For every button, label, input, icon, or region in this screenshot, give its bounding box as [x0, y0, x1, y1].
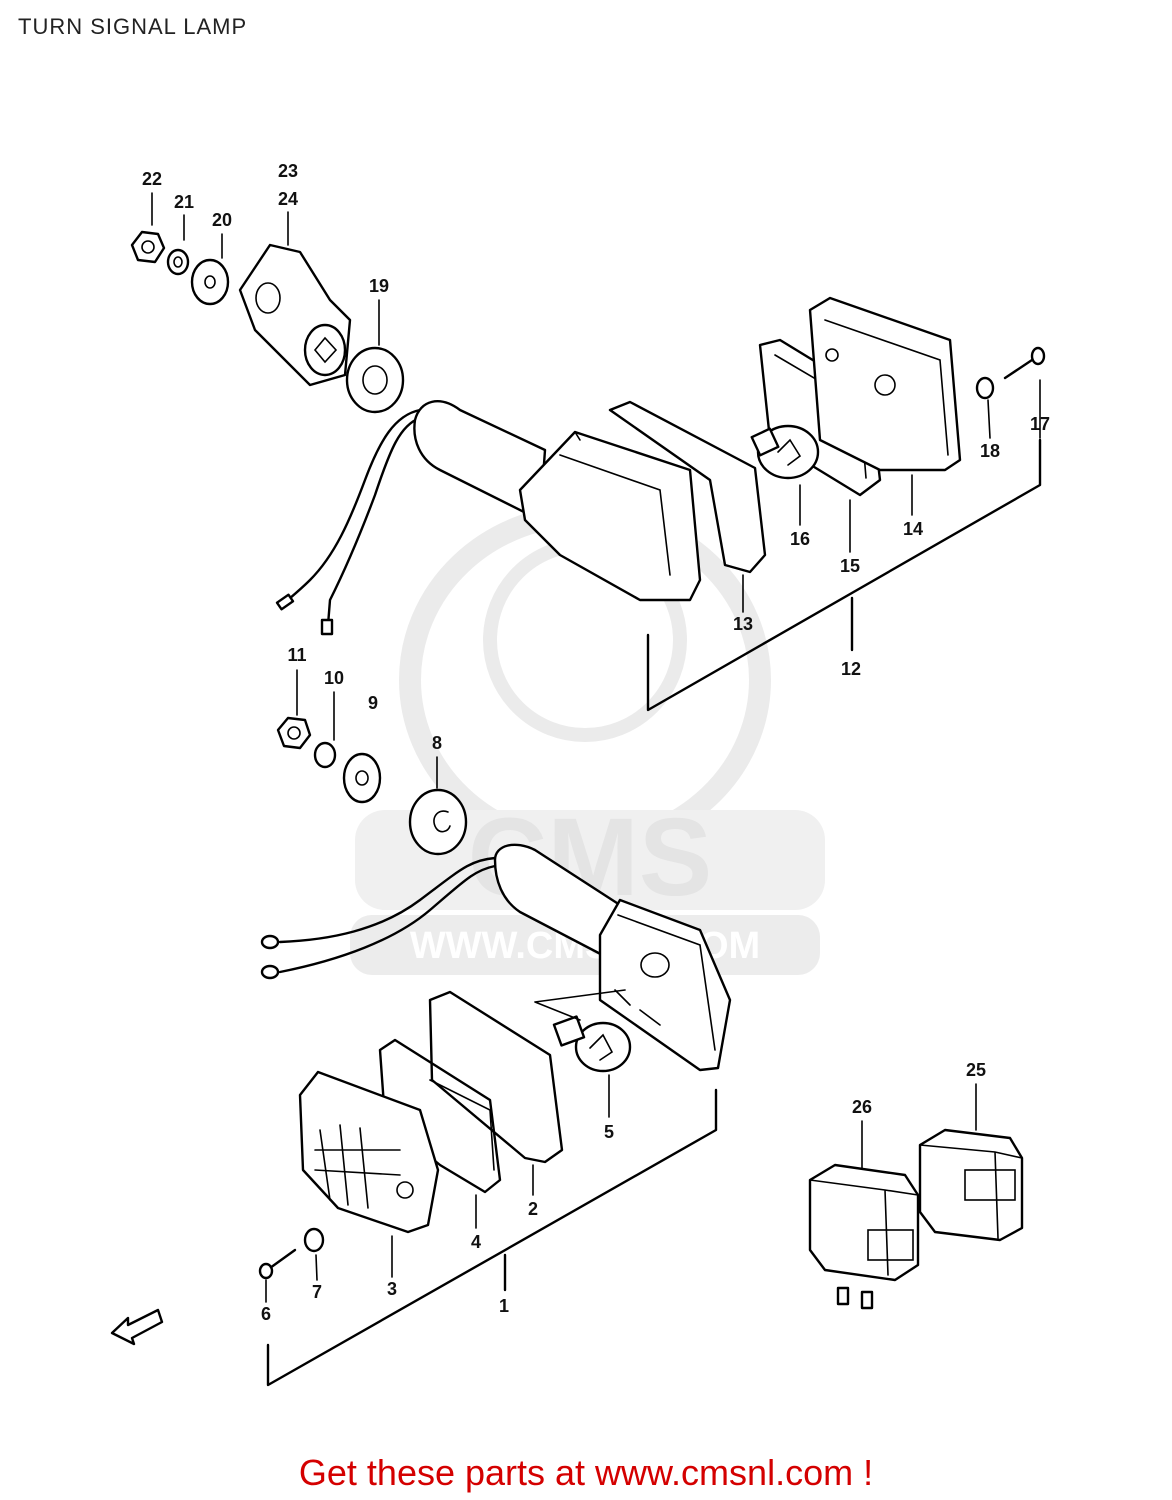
part-16-bulb[interactable]	[750, 424, 820, 480]
footer-link[interactable]: Get these parts at www.cmsnl.com !	[0, 1452, 1172, 1494]
page-title: TURN SIGNAL LAMP	[18, 14, 248, 39]
callout-7: 7	[312, 1282, 322, 1302]
callout-14: 14	[903, 519, 923, 539]
part-2-gasket[interactable]	[428, 990, 564, 1164]
lower-wire-harness	[260, 856, 497, 980]
part-10-lock-washer[interactable]	[313, 741, 337, 769]
callout-2: 2	[528, 1199, 538, 1219]
part-3-lens[interactable]	[298, 1070, 440, 1234]
callout-5: 5	[604, 1122, 614, 1142]
callout-21: 21	[174, 192, 194, 212]
part-21-lock-washer[interactable]	[166, 248, 190, 276]
part-26-relay[interactable]	[808, 1163, 920, 1310]
callout-13: 13	[733, 614, 753, 634]
exploded-parts-diagram: CMS WWW.CMSNL.COM	[110, 161, 1050, 1387]
callout-10: 10	[324, 668, 344, 688]
part-17-screw[interactable]	[1003, 346, 1046, 380]
callout-1: 1	[499, 1296, 509, 1316]
callout-20: 20	[212, 210, 232, 230]
part-14-lens[interactable]	[808, 296, 962, 472]
callout-4: 4	[471, 1232, 481, 1252]
part-19-grommet[interactable]	[345, 346, 405, 414]
callout-22: 22	[142, 169, 162, 189]
part-1-lamp-body-lower[interactable]	[493, 843, 732, 1072]
part-12-lamp-body-upper[interactable]	[413, 400, 702, 602]
callout-6: 6	[261, 1304, 271, 1324]
callout-18: 18	[980, 441, 1000, 461]
callout-24: 24	[278, 189, 298, 209]
callout-3: 3	[387, 1279, 397, 1299]
part-22-nut[interactable]	[130, 230, 166, 264]
front-direction-arrow	[110, 1308, 164, 1346]
part-11-nut[interactable]	[276, 716, 312, 750]
callout-12: 12	[841, 659, 861, 679]
part-25-relay[interactable]	[918, 1128, 1024, 1242]
part-6-screw[interactable]	[258, 1248, 297, 1280]
part-18-grommet[interactable]	[975, 376, 995, 400]
upper-wire-harness	[275, 408, 422, 636]
part-13-gasket[interactable]	[608, 400, 767, 574]
part-9-washer[interactable]	[342, 752, 382, 804]
callout-19: 19	[369, 276, 389, 296]
callout-23: 23	[278, 161, 298, 181]
callout-9: 9	[368, 693, 378, 713]
callout-26: 26	[852, 1097, 872, 1117]
part-12-group-bracket	[646, 438, 1042, 712]
leader-lines	[151, 192, 1041, 1303]
callout-labels: 1 2 3 4 5 6 7 8 9 10 11 12 13 14 15 16 1…	[142, 161, 1050, 1324]
callout-8: 8	[432, 733, 442, 753]
callout-11: 11	[287, 645, 306, 665]
callout-16: 16	[790, 529, 810, 549]
part-8-grommet[interactable]	[408, 788, 468, 856]
part-7-grommet[interactable]	[303, 1227, 325, 1253]
part-5-bulb[interactable]	[534, 989, 632, 1073]
part-1-group-bracket	[266, 1088, 718, 1387]
callout-15: 15	[840, 556, 860, 576]
callout-25: 25	[966, 1060, 986, 1080]
part-20-washer[interactable]	[190, 258, 230, 306]
part-23-24-bracket[interactable]	[238, 243, 352, 387]
footer-link-text[interactable]: Get these parts at www.cmsnl.com !	[298, 1452, 874, 1493]
